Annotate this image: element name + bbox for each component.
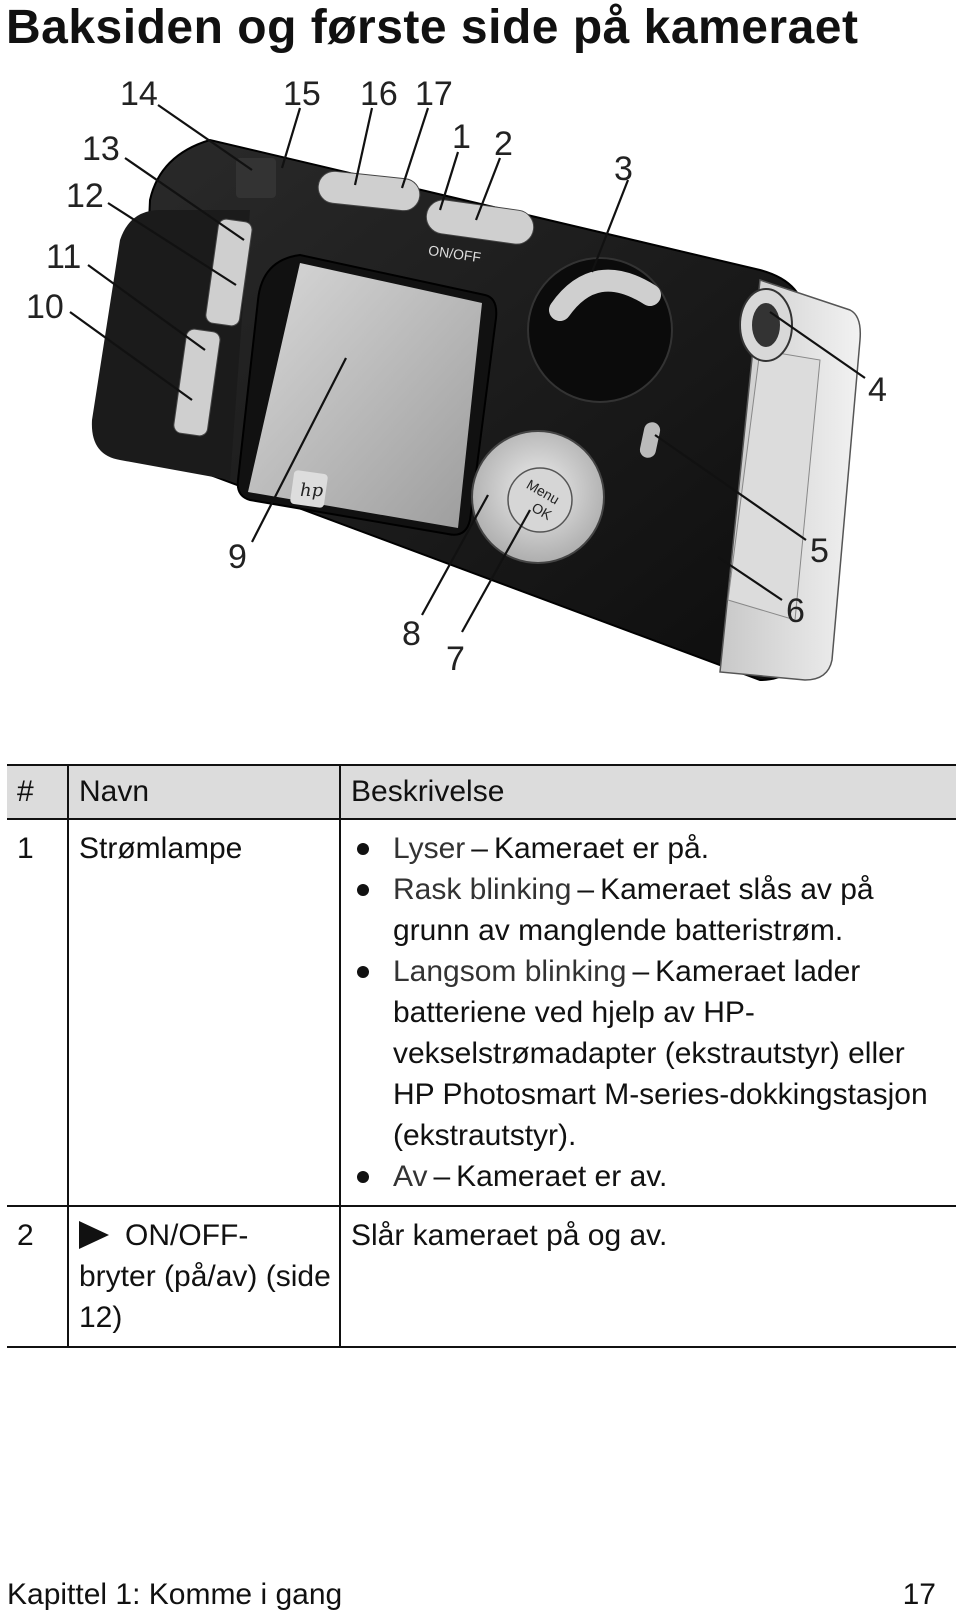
svg-text:ON/OFF: ON/OFF — [427, 242, 482, 265]
top-buttons: ON/OFF — [317, 170, 535, 265]
row-description: Lyser–Kameraet er på. Rask blinking–Kame… — [340, 819, 956, 1207]
left-buttons — [173, 158, 276, 437]
callout-6: 6 — [786, 592, 805, 630]
callout-4: 4 — [868, 371, 887, 409]
hp-logo: hp — [290, 470, 328, 508]
header-description: Beskrivelse — [340, 764, 956, 820]
callout-2: 2 — [494, 125, 513, 163]
bullet-item: Rask blinking–Kameraet slås av på grunn … — [351, 869, 948, 951]
callout-3: 3 — [614, 150, 633, 188]
svg-text:hp: hp — [300, 480, 324, 501]
bullet-text: Kameraet er på. — [493, 832, 710, 865]
bullet-term: Rask blinking — [393, 873, 572, 906]
page-number: 17 — [902, 1578, 936, 1611]
row-name: ON/OFF- bryter (på/av) (side 12) — [68, 1206, 341, 1348]
callout-15: 15 — [283, 75, 321, 113]
bullet-text: Kameraet lader batteriene ved hjelp av H… — [393, 955, 928, 1152]
callout-1: 1 — [452, 118, 471, 156]
bullet-text: Kameraet slås av på grunn av manglende b… — [393, 873, 874, 947]
bullet-term: Av — [393, 1160, 428, 1193]
row-number: 1 — [7, 819, 69, 1207]
status-bullet-list: Lyser–Kameraet er på. Rask blinking–Kame… — [351, 828, 948, 1197]
row-description: Slår kameraet på og av. — [340, 1206, 956, 1348]
bullet-text: Kameraet er av. — [456, 1160, 668, 1193]
camera-back-illustration: hp ON/OFF Menu OK — [26, 75, 887, 682]
callout-5: 5 — [810, 532, 829, 570]
status-lamp — [639, 422, 661, 458]
bullet-item: Lyser–Kameraet er på. — [351, 828, 948, 869]
table-row: 2 ON/OFF- bryter (på/av) (side 12) Slår … — [7, 1206, 956, 1348]
row-number: 2 — [7, 1206, 69, 1348]
callout-11: 11 — [46, 238, 81, 276]
bullet-item: Langsom blinking–Kameraet lader batterie… — [351, 951, 948, 1156]
callout-10: 10 — [26, 288, 64, 326]
bullet-term: Langsom blinking — [393, 955, 627, 988]
table-row: 1 Strømlampe Lyser–Kameraet er på. Rask … — [7, 819, 956, 1207]
callout-9: 9 — [228, 538, 247, 576]
callout-16: 16 — [360, 75, 398, 113]
play-triangle-icon — [79, 1221, 109, 1249]
callout-8: 8 — [402, 615, 421, 653]
lcd-screen — [236, 253, 498, 536]
on-off-label: ON/OFF- — [125, 1219, 249, 1252]
callout-17: 17 — [415, 75, 453, 113]
footer-chapter: Kapittel 1: Komme i gang — [7, 1578, 343, 1611]
bullet-item: Av–Kameraet er av. — [351, 1156, 948, 1197]
table-header-row: # Navn Beskrivelse — [7, 764, 956, 820]
header-name: Navn — [68, 764, 341, 820]
callout-13: 13 — [82, 130, 120, 168]
callout-7: 7 — [446, 640, 465, 678]
header-number: # — [7, 764, 69, 820]
row-name: Strømlampe — [68, 819, 341, 1207]
navigation-pad: Menu OK — [471, 430, 605, 564]
row-name-rest: bryter (på/av) (side 12) — [79, 1260, 331, 1334]
zoom-dial — [527, 257, 673, 403]
callout-leaders — [69, 104, 866, 633]
parts-table: # Navn Beskrivelse 1 Strømlampe Lyser–Ka… — [7, 764, 956, 1348]
callout-12: 12 — [66, 177, 104, 215]
callout-14: 14 — [120, 75, 158, 113]
viewfinder — [739, 288, 793, 362]
bullet-term: Lyser — [393, 832, 466, 865]
callout-numbers: 14 15 16 17 1 2 3 13 12 11 10 4 9 5 6 8 … — [26, 75, 887, 678]
page-title: Baksiden og første side på kameraet — [6, 1, 859, 54]
